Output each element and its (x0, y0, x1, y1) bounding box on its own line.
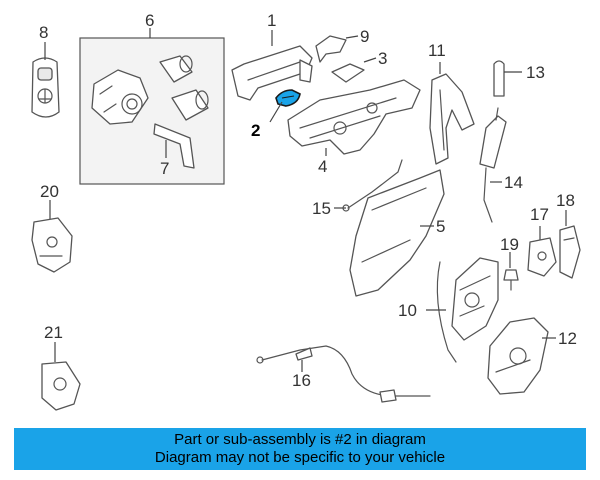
callout-17: 17 (530, 205, 549, 224)
callout-1: 1 (267, 11, 277, 30)
callout-14: 14 (504, 173, 523, 192)
part-3-gasket (331, 57, 377, 83)
part-19-bolt (503, 252, 519, 291)
part-10-latch (426, 257, 499, 363)
callout-15: 15 (312, 199, 331, 218)
callout-5: 5 (436, 217, 446, 236)
part-17-plate (527, 226, 557, 277)
part-21-bracket (41, 342, 81, 411)
part-16-cable (256, 345, 431, 403)
callout-7: 7 (160, 159, 170, 178)
part-12-latch-housing (487, 317, 556, 395)
part-8-key-fob (31, 42, 60, 118)
callout-18: 18 (556, 191, 575, 210)
callout-3: 3 (378, 49, 388, 68)
part-9-cover (315, 35, 359, 63)
callout-19: 19 (500, 235, 519, 254)
part-4-handle-carrier (287, 79, 421, 156)
part-11-bracket (429, 62, 475, 165)
callout-21: 21 (44, 323, 63, 342)
callout-20: 20 (40, 182, 59, 201)
part-18-striker (559, 210, 581, 279)
part-1-outside-handle (231, 30, 313, 101)
callout-6: 6 (145, 11, 155, 30)
callout-2: 2 (251, 121, 261, 140)
callout-12: 12 (558, 329, 577, 348)
callout-16: 16 (292, 371, 311, 390)
part-13-lock-knob (493, 60, 522, 97)
banner-line-1: Part or sub-assembly is #2 in diagram (174, 431, 426, 448)
part-6-lock-set (79, 28, 225, 185)
callout-4: 4 (318, 157, 328, 176)
callout-11: 11 (428, 41, 446, 60)
callout-13: 13 (526, 63, 545, 82)
info-banner: Part or sub-assembly is #2 in diagram Di… (14, 428, 586, 470)
part-5-inner-panel (349, 169, 445, 297)
part-15-rod (334, 159, 403, 212)
part-20-bracket (31, 200, 73, 273)
callout-9: 9 (360, 27, 370, 46)
part-14-rod (479, 107, 507, 223)
part-2-handle-cover (269, 89, 301, 123)
callout-10: 10 (398, 301, 417, 320)
banner-line-2: Diagram may not be specific to your vehi… (154, 449, 446, 466)
callout-8: 8 (39, 23, 49, 42)
